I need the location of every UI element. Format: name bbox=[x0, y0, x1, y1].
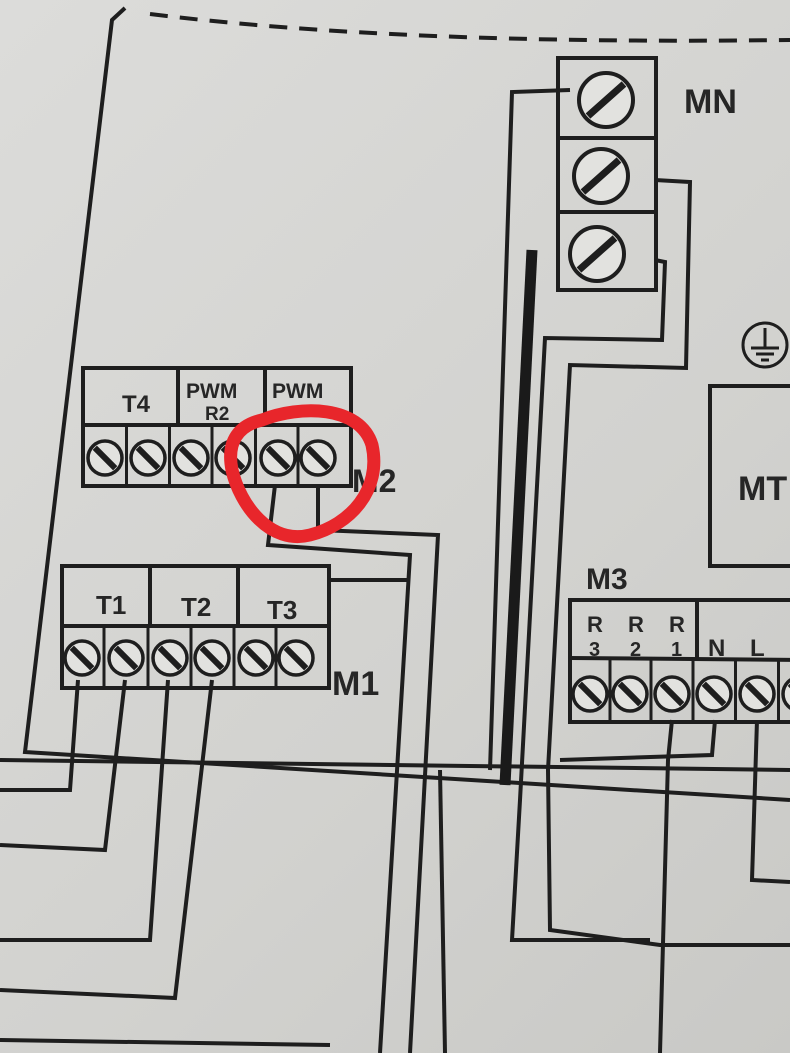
r3-number: 3 bbox=[589, 639, 600, 661]
t4-label: T4 bbox=[122, 391, 151, 418]
r2-label: R bbox=[628, 612, 644, 637]
screw-terminal-icon bbox=[277, 639, 315, 677]
red-circle-annotation bbox=[224, 404, 381, 543]
t1-label: T1 bbox=[96, 590, 126, 620]
m3-label: M3 bbox=[586, 563, 628, 596]
thick-conductor bbox=[499, 249, 538, 786]
r1-label: R bbox=[669, 612, 685, 637]
mt-box: MT bbox=[708, 384, 790, 568]
screw-terminal-icon bbox=[572, 147, 630, 205]
screw-terminal-icon bbox=[577, 71, 635, 129]
screw-terminal-icon bbox=[237, 639, 275, 677]
pwm-r2-label: PWM bbox=[186, 380, 237, 403]
screw-terminal-icon bbox=[193, 639, 231, 677]
screw-terminal-icon bbox=[107, 639, 145, 677]
screw-terminal-icon bbox=[571, 675, 609, 713]
screw-terminal-icon bbox=[172, 439, 210, 477]
mn-terminal-block: MN bbox=[556, 56, 737, 292]
screw-terminal-icon bbox=[611, 675, 649, 713]
screw-terminal-icon bbox=[695, 675, 733, 713]
screw-terminal-icon bbox=[259, 439, 297, 477]
screw-terminal-icon bbox=[738, 675, 776, 713]
mt-label: MT bbox=[738, 470, 787, 508]
earth-ground-icon bbox=[741, 321, 789, 369]
screw-terminal-icon bbox=[781, 678, 790, 710]
t2-label: T2 bbox=[181, 592, 211, 622]
t3-label: T3 bbox=[267, 595, 297, 625]
screw-terminal-icon bbox=[129, 439, 167, 477]
r2-label: R2 bbox=[205, 404, 229, 425]
screw-terminal-icon bbox=[151, 639, 189, 677]
mn-label: MN bbox=[684, 83, 737, 121]
screw-terminal-icon bbox=[63, 639, 101, 677]
n-label: N bbox=[708, 635, 725, 662]
r1-number: 1 bbox=[671, 639, 682, 661]
r2-number: 2 bbox=[630, 639, 641, 661]
screw-terminal-icon bbox=[86, 439, 124, 477]
enclosure-dashed-edge bbox=[149, 12, 790, 43]
m3-terminal-block: R 3 R 2 R 1 N L M3 bbox=[568, 563, 790, 724]
m1-terminal-block: T1 T2 T3 M1 bbox=[60, 564, 379, 703]
screw-terminal-icon bbox=[653, 675, 691, 713]
screw-terminal-icon bbox=[568, 225, 626, 283]
m1-label: M1 bbox=[332, 665, 379, 703]
pwm-r1-label: PWM bbox=[272, 380, 323, 403]
screw-terminal-icon bbox=[299, 439, 337, 477]
r3-label: R bbox=[587, 612, 603, 637]
l-label: L bbox=[750, 635, 765, 662]
wires bbox=[0, 6, 790, 1053]
